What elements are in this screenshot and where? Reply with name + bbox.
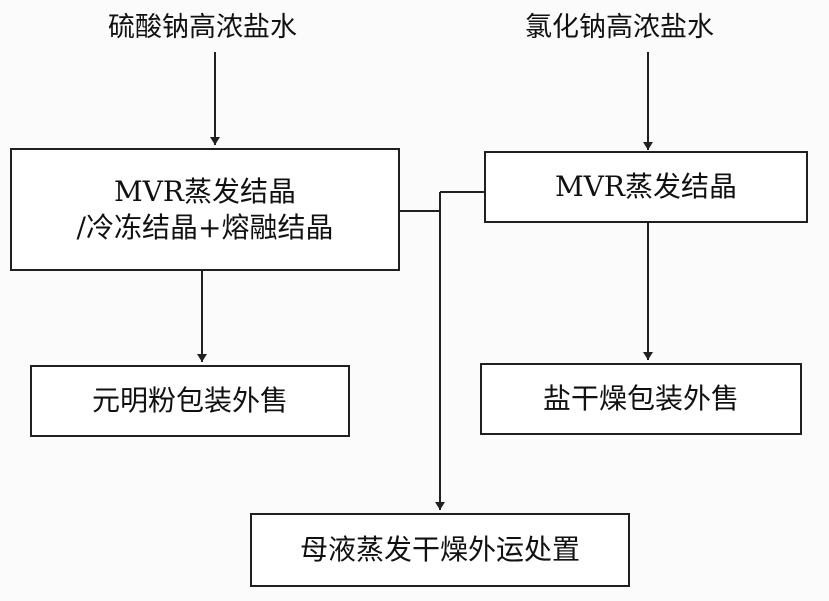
mother-liquor-disposal-box: 母液蒸发干燥外运处置 xyxy=(250,513,630,587)
left-process-line-1: MVR蒸发结晶 xyxy=(114,174,296,208)
right-crystallization-process-box: MVR蒸发结晶 xyxy=(484,151,808,223)
glauber-salt-packaging-box: 元明粉包装外售 xyxy=(30,365,350,437)
sodium-sulfate-brine-label: 硫酸钠高浓盐水 xyxy=(108,12,297,43)
left-crystallization-process-box: MVR蒸发结晶 /冷冻结晶+熔融结晶 xyxy=(10,148,400,271)
sodium-chloride-brine-label: 氯化钠高浓盐水 xyxy=(525,12,714,43)
left-process-line-2: /冷冻结晶+熔融结晶 xyxy=(76,210,334,244)
salt-drying-packaging-box: 盐干燥包装外售 xyxy=(480,363,802,435)
